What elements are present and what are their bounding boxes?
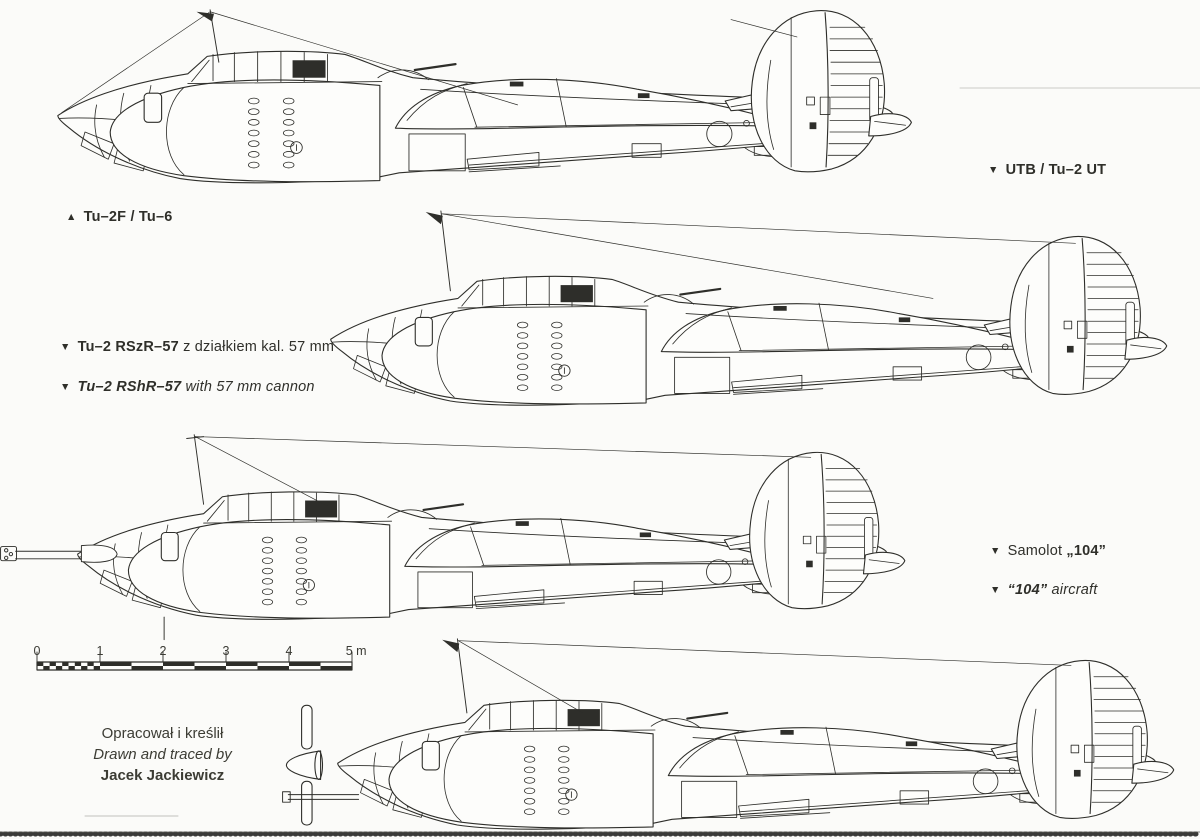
credits-line-polish: Opracował i kreślił	[101, 725, 224, 742]
antenna-wires	[441, 213, 1076, 299]
propeller-blade-upper	[301, 704, 313, 750]
caption-prefix: Samolot	[1007, 543, 1067, 559]
triangle-down-icon: ▼	[60, 381, 71, 393]
aircraft-drawing-tu2f-tu6	[56, 9, 913, 184]
muzzle-brake	[0, 546, 18, 562]
caption-description: aircraft	[1047, 582, 1098, 598]
credits-line-english: Drawn and traced by	[93, 746, 232, 763]
caption-tu2-rshr57-en: ▼ Tu–2 RShR–57 with 57 mm cannon	[60, 379, 315, 395]
scale-label-1: 1	[96, 644, 104, 658]
caption-utb-tu2ut: ▼ UTB / Tu–2 UT	[988, 162, 1106, 178]
caption-designation: „104”	[1066, 543, 1107, 559]
caption-text: Tu–2F / Tu–6	[83, 209, 173, 225]
aircraft-drawing-104	[282, 638, 1175, 831]
caption-designation: Tu–2 RSzR–57	[77, 339, 179, 355]
caption-text: UTB / Tu–2 UT	[1005, 162, 1107, 178]
caption-designation: Tu–2 RShR–57	[77, 379, 182, 395]
triangle-up-icon: ▲	[66, 211, 77, 223]
scale-ticks	[36, 651, 353, 663]
triangle-down-icon: ▼	[990, 545, 1001, 557]
cannon-57mm	[0, 544, 118, 563]
antenna-wires	[194, 436, 812, 507]
aircraft-drawing-tu2-rszr57	[0, 434, 906, 641]
scale-label-3: 3	[222, 644, 230, 658]
antenna-mast	[425, 210, 451, 292]
antenna-mast	[442, 638, 468, 714]
antenna-wires	[458, 640, 1072, 714]
antenna-mast	[186, 434, 205, 505]
antenna-wires	[61, 11, 798, 113]
caption-designation: “104”	[1007, 582, 1048, 598]
scale-label-4: 4	[285, 644, 293, 658]
caption-description: with 57 mm cannon	[181, 379, 315, 395]
caption-104-aircraft-en: ▼ “104” aircraft	[990, 582, 1097, 598]
caption-tu2-rszr57-pl: ▼ Tu–2 RSzR–57 z działkiem kal. 57 mm	[60, 339, 334, 355]
spinner	[285, 750, 322, 780]
credits-author: Jacek Jackiewicz	[100, 767, 225, 784]
triangle-down-icon: ▼	[990, 584, 1001, 596]
triangle-down-icon: ▼	[988, 164, 999, 176]
scale-label-5m: 5 m	[345, 644, 367, 658]
caption-samolot-104-pl: ▼ Samolot „104”	[990, 543, 1106, 559]
aircraft-drawing-utb-tu2ut	[329, 210, 1168, 407]
caption-description: z działkiem kal. 57 mm	[178, 339, 335, 355]
nose-gun	[282, 791, 360, 803]
propeller-blade-lower	[301, 780, 313, 826]
caption-tu2f-tu6: ▲ Tu–2F / Tu–6	[66, 209, 172, 225]
triangle-down-icon: ▼	[60, 341, 71, 353]
scale-bar	[36, 651, 353, 671]
antenna-mast	[196, 9, 220, 63]
credits-block: Opracował i kreślił Drawn and traced by …	[55, 723, 270, 786]
scale-label-0: 0	[33, 644, 41, 658]
propeller	[285, 704, 324, 826]
scale-label-2: 2	[159, 644, 167, 658]
